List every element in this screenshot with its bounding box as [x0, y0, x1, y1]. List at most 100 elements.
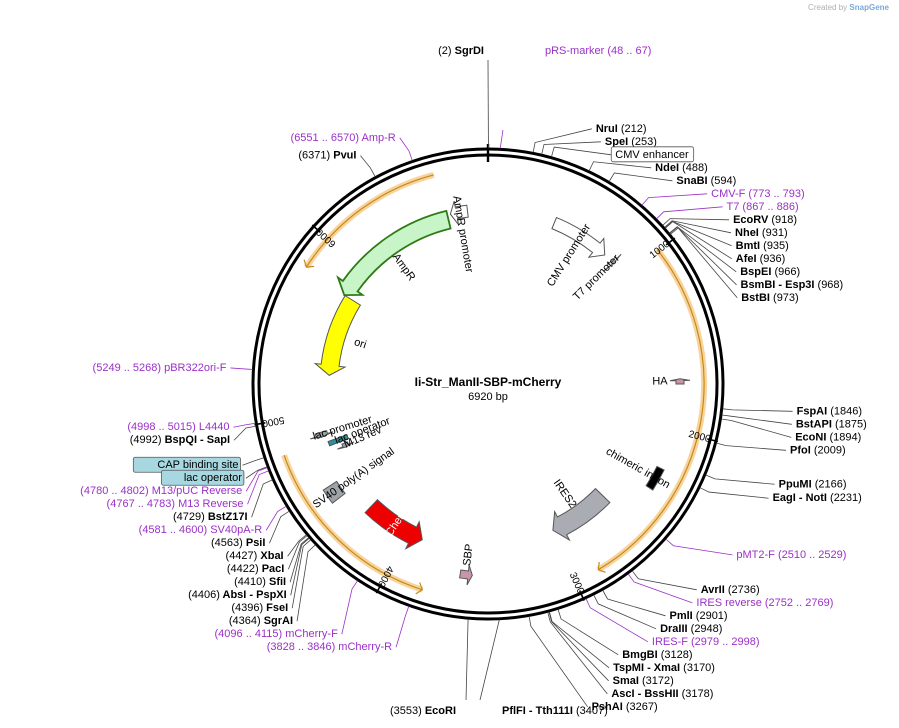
label-part-pflfi-2: - Tth111I — [526, 705, 573, 717]
label-part-cmv-f-2: (773 .. 793) — [745, 188, 804, 200]
label-part-bmti-2: (935) — [760, 240, 789, 252]
label-text-pflfi: PflFI - Tth111I (3407) — [502, 705, 608, 717]
label-text-nrui: NruI (212) — [596, 123, 647, 135]
label-bstapi: BstAPI (1875) — [796, 418, 867, 430]
label-paci: (4422) PacI — [227, 563, 284, 575]
label-part-bspei-1: BspEI — [740, 266, 771, 278]
label-text-smai: SmaI (3172) — [613, 675, 674, 687]
label-part-lac-operator-1: lac operator — [184, 472, 242, 484]
label-part-ires-reverse-2: (2752 .. 2769) — [762, 597, 834, 609]
label-text-ppumi: PpuMI (2166) — [779, 478, 847, 490]
label-part-ndei-2: (488) — [679, 162, 708, 174]
label-pfoi: PfoI (2009) — [790, 444, 846, 456]
leader-line — [664, 220, 732, 234]
label-text-bstz17i: (4729) BstZ17I — [173, 511, 248, 523]
label-text-l4440: (4998 .. 5015) L4440 — [127, 421, 229, 433]
label-smai: SmaI (3172) — [613, 675, 674, 687]
label-text-fspai: FspAI (1846) — [797, 405, 862, 417]
feature-m13-rev — [337, 441, 355, 450]
label-part-psii-2: PsiI — [243, 537, 266, 549]
label-text-amp-r: (6551 .. 6570) Amp-R — [291, 132, 396, 144]
leader-line — [287, 535, 308, 570]
label-part-ires-reverse-1: IRES reverse — [696, 597, 761, 609]
leader-line — [230, 367, 253, 370]
label-mcherry-r: (3828 .. 3846) mCherry-R — [267, 641, 392, 653]
label-spei: SpeI (253) — [605, 136, 657, 148]
label-nrui: NruI (212) — [596, 123, 647, 135]
feature-ha — [669, 378, 691, 385]
label-part-bmti-1: BmtI — [736, 240, 760, 252]
label-part-bspei-2: (966) — [771, 266, 800, 278]
label-text-bspqi: (4992) BspQI - SapI — [130, 434, 230, 446]
label-part-bmgbi-2: (3128) — [658, 649, 693, 661]
label-sgrai: (4364) SgrAI — [229, 615, 293, 627]
snapgene-logo: SnapGene — [849, 3, 889, 12]
label-box-cmv-enhancer — [610, 146, 695, 163]
label-part-cmv-f-1: CMV-F — [711, 188, 746, 200]
label-bsmbi: BsmBI - Esp3I (968) — [741, 279, 844, 291]
leader-line — [631, 570, 697, 591]
label-ires-reverse: IRES reverse (2752 .. 2769) — [696, 597, 833, 609]
label-snabi: SnaBI (594) — [676, 175, 736, 187]
leader-line — [395, 606, 410, 648]
label-part-nrui-1: NruI — [596, 123, 618, 135]
feature-label-sv40-poly-a-signal: SV40 poly(A) signal — [311, 446, 397, 511]
label-text-spei: SpeI (253) — [605, 136, 657, 148]
leader-line — [593, 594, 657, 630]
feature-label-sbp: SBP — [461, 543, 475, 566]
tick-label-3000: 3000 — [567, 571, 586, 596]
label-m13-reverse: (4767 .. 4783) M13 Reverse — [107, 498, 244, 510]
label-text-nhei: NheI (931) — [735, 227, 788, 239]
label-text-paci: (4422) PacI — [227, 563, 284, 575]
label-part-econi-1: EcoNI — [795, 431, 826, 443]
label-text-lac-operator: lac operator — [184, 472, 242, 484]
label-part-bsmbi-2: - Esp3I — [775, 279, 814, 291]
label-text-xbai: (4427) XbaI — [226, 550, 284, 562]
feature-lac-operator — [327, 434, 349, 447]
label-xbai: (4427) XbaI — [226, 550, 284, 562]
leader-line — [722, 408, 793, 412]
label-ndei: NdeI (488) — [655, 162, 708, 174]
label-text-pmli: PmlI (2901) — [670, 610, 728, 622]
leader-line — [245, 467, 268, 492]
label-part-mcherry-r-2: mCherry-R — [335, 641, 392, 653]
label-text-m13-reverse: (4767 .. 4783) M13 Reverse — [107, 498, 244, 510]
label-part-cmv-enhancer-1: CMV enhancer — [615, 149, 689, 161]
label-part-ppumi-2: (2166) — [812, 478, 847, 490]
leader-line — [548, 611, 609, 682]
label-ecori: (3553) EcoRI — [390, 705, 456, 717]
label-l4440: (4998 .. 5015) L4440 — [127, 421, 229, 433]
label-part-tspmi-1: TspMI — [613, 662, 644, 674]
label-part-sv40pa-r-1: (4581 .. 4600) — [139, 524, 208, 536]
leader-line — [269, 510, 290, 544]
plasmid-length: 6920 bp — [468, 391, 508, 403]
label-part-eagi-3: (2231) — [827, 492, 862, 504]
leader-line — [588, 161, 652, 171]
feature-t7-promoter — [603, 253, 622, 272]
label-cmv-enhancer: CMV enhancer — [610, 146, 695, 163]
leader-line — [399, 137, 413, 161]
leader-line — [532, 128, 592, 153]
label-text-afei: AfeI (936) — [736, 253, 786, 265]
label-text-bmgbi: BmgBI (3128) — [622, 649, 692, 661]
feature-ampr-promoter — [449, 200, 469, 226]
leader-line — [705, 474, 775, 485]
label-text-ecorv: EcoRV (918) — [733, 214, 797, 226]
label-part-snabi-1: SnaBI — [676, 175, 707, 187]
label-text-pvui: (6371) PvuI — [298, 150, 356, 162]
feature-sv40-poly-a-signal — [322, 480, 346, 504]
tick-label-5000: 5000 — [261, 414, 285, 429]
label-part-absi-3: - PspXI — [246, 589, 286, 601]
label-tspmi: TspMI - XmaI (3170) — [613, 662, 715, 674]
leader-line — [479, 619, 500, 701]
label-part-mcherry-f-2: mCherry-F — [282, 628, 338, 640]
leader-line — [699, 487, 769, 499]
label-part-ppumi-1: PpuMI — [779, 478, 812, 490]
label-part-ecori-2: EcoRI — [422, 705, 456, 717]
label-text-bmti: BmtI (935) — [736, 240, 789, 252]
label-part-sgrdi-1: (2) — [438, 45, 451, 57]
label-part-sgrdi-2: SgrDI — [452, 45, 484, 57]
label-part-sgrai-2: SgrAI — [261, 615, 293, 627]
